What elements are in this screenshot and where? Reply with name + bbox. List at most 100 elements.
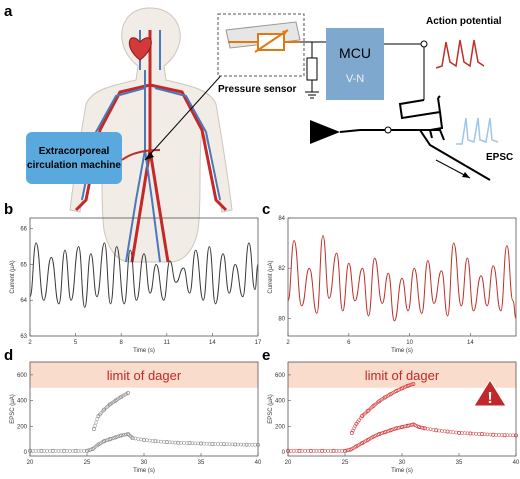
x-tick-label: 14 [467,340,474,346]
series-0-marker [56,448,61,453]
x-tick-label: 17 [255,340,262,346]
svg-text:!: ! [487,390,492,407]
direction-arrowhead [462,172,470,178]
circuit-node [420,40,428,48]
panel-label-c: c [262,201,270,218]
x-tick-label: 25 [342,460,349,466]
x-axis-label: Time (s) [391,348,413,354]
x-tick-label: 6 [347,340,351,346]
series-0-point [286,448,290,453]
series-0-marker [79,448,84,453]
series-0-marker [334,448,339,453]
x-tick-label: 35 [198,460,205,466]
series-0-point [256,442,260,447]
epsc-label: EPSC [486,152,513,163]
series-0-marker [448,430,453,434]
x-tick-label: 8 [120,340,124,346]
x-tick-label: 10 [406,340,413,346]
series-0-marker [182,441,186,445]
y-tick-label: 200 [275,424,286,430]
panel-label-e: e [262,347,270,364]
series-0-point [320,448,325,453]
series-0-marker [340,448,344,453]
series-0-marker [314,448,319,453]
x-tick-label: 30 [399,460,406,466]
series-0-point [308,448,313,453]
y-axis-label: Current (μA) [268,260,274,293]
x-tick-label: 40 [255,460,262,466]
series-0-marker [70,448,75,453]
series-0-marker [170,440,175,445]
series-0-marker [428,427,433,432]
series-1-point [349,430,354,435]
x-tick-label: 40 [513,460,520,466]
series-0-marker [204,441,209,446]
series-0-marker [45,448,49,453]
series-0-point [297,448,302,453]
series-0-marker [36,448,41,453]
y-axis-label: Current (μA) [10,260,16,293]
series-0-marker [53,448,58,453]
x-tick-label: 20 [285,460,292,466]
series-0-marker [323,448,327,453]
series-0-marker [326,448,330,453]
series-0-marker [127,433,132,437]
series-0-marker [30,448,35,453]
series-0-marker [311,448,316,453]
action-potential-label: Action potential [426,16,502,27]
series-0-point [479,432,484,437]
series-0-marker [128,434,133,438]
series-0-marker [48,448,52,453]
series-0-marker [505,433,510,438]
extracorporeal-label-line1: Extracorporeal [39,146,110,157]
plot-frame [287,217,517,337]
x-tick-label: 35 [456,460,463,466]
series-0-point [514,433,518,438]
series-0-point [422,426,427,431]
x-tick-label: 11 [164,340,171,346]
series-0-marker [224,442,229,447]
series-0-marker [306,448,310,453]
connector-arrow [144,59,236,161]
series-0-point [434,428,439,433]
human-body-illustration [69,7,233,263]
series-0-point [126,432,130,437]
series-0-marker [303,448,307,453]
action-potential-trace [435,39,485,69]
series-0-marker [156,439,161,444]
series-0-marker [247,442,252,447]
pressure-sensor: Pressure sensor [217,13,305,95]
x-axis-label: Time (s) [133,468,155,474]
series-0-point [73,448,78,453]
series-1-marker [94,420,98,425]
series-0-marker [202,441,206,446]
epsc-trace [456,117,499,145]
series-1-point [126,390,130,395]
triangle-marker [310,120,340,144]
danger-zone [288,362,516,388]
series-0-marker [76,448,81,453]
series-0-marker [213,442,218,446]
y-tick-label: 600 [17,373,28,379]
series-line [287,235,517,322]
y-tick-label: 400 [17,399,28,405]
circuit-wiring [300,41,425,100]
warning-icon: ! [473,379,507,407]
series-0-marker [159,439,163,444]
series-0-marker [193,441,198,446]
series-0-marker [337,448,342,453]
series-0-marker [440,429,444,433]
pressure-sensor-label: Pressure sensor [218,84,296,95]
x-tick-label: 25 [84,460,91,466]
series-0-marker [68,448,72,453]
y-tick-label: 0 [24,450,28,456]
series-0-marker [289,448,293,453]
series-1-point [411,381,416,386]
series-0-marker [167,440,172,445]
y-tick-label: 82 [278,266,285,272]
series-0-marker [190,441,195,446]
mcu-label: MCU [339,45,371,61]
